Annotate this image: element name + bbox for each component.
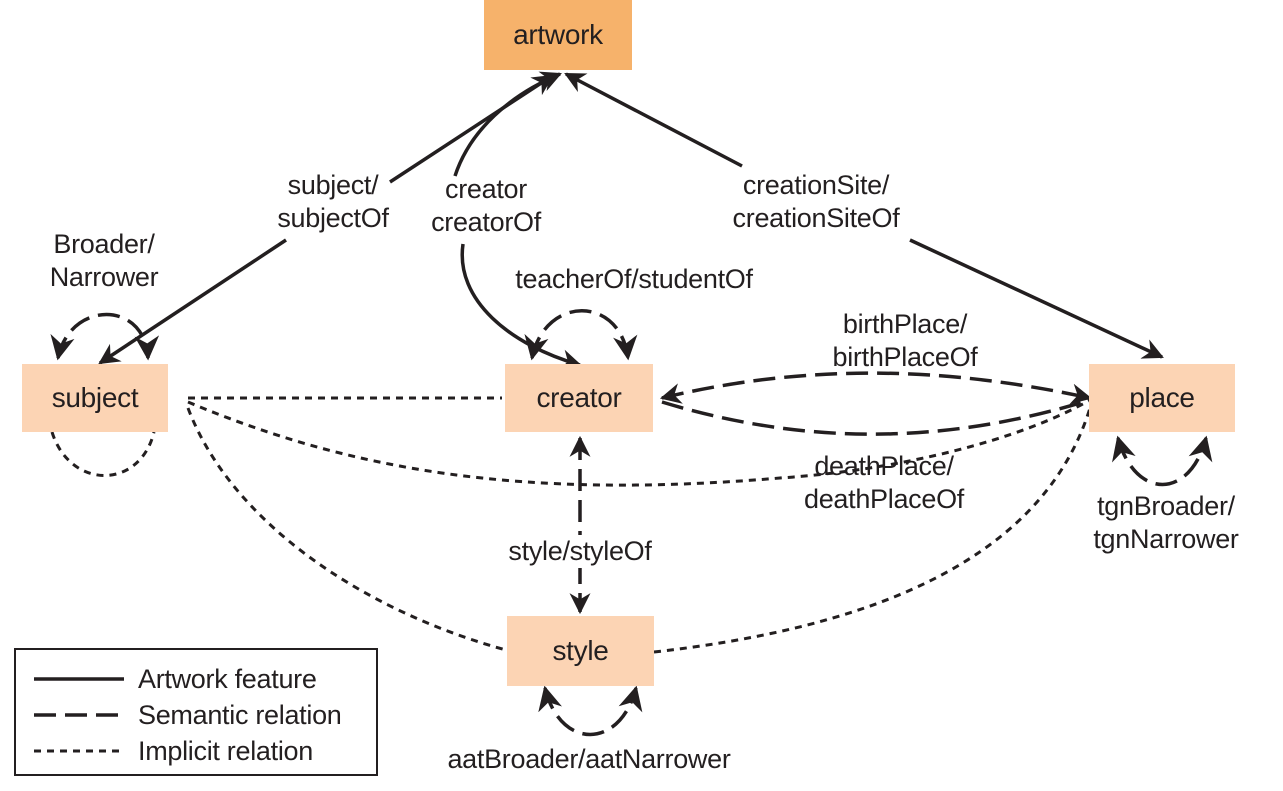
node-place: place: [1089, 364, 1235, 432]
node-subject: subject: [22, 364, 168, 432]
edge-subject-style-implicit: [186, 407, 507, 652]
edge-place-tgn-loop: [1112, 435, 1213, 487]
edge-creator-teacher-loop: [524, 309, 638, 361]
legend: Artwork feature Semantic relation Implic…: [14, 648, 378, 776]
label-birthplace-line2: birthPlaceOf: [832, 342, 978, 372]
edge-subject-implicit-loop: [50, 431, 156, 477]
legend-label-artwork-feature: Artwork feature: [138, 664, 317, 694]
label-deathplace-line2: deathPlaceOf: [803, 484, 964, 514]
label-aat-line: aatBroader/aatNarrower: [447, 744, 731, 774]
edge-artwork-place: [909, 238, 1164, 359]
node-style: style: [507, 616, 654, 686]
label-deathplace-line1: deathPlace/: [814, 451, 954, 481]
legend-solid-line-icon: [34, 677, 124, 681]
label-subject-line2: subjectOf: [277, 203, 389, 233]
label-broader-line2: Narrower: [49, 262, 159, 292]
label-birthplace: birthPlace/ birthPlaceOf: [815, 308, 995, 374]
label-tgn: tgnBroader/ tgnNarrower: [1076, 490, 1256, 556]
legend-dotted-line-icon: [34, 749, 124, 753]
label-subject-line1: subject/: [287, 170, 379, 200]
legend-row-implicit-relation: Implicit relation: [16, 734, 376, 768]
label-deathplace: deathPlace/ deathPlaceOf: [786, 450, 982, 516]
label-style-line: style/styleOf: [508, 536, 652, 566]
label-teacher-line: teacherOf/studentOf: [515, 264, 753, 294]
label-subject-subjectof: subject/ subjectOf: [268, 169, 398, 235]
edge-creator-deathplace: [661, 398, 1091, 436]
label-birthplace-line1: birthPlace/: [842, 309, 968, 339]
label-broader-line1: Broader/: [53, 229, 155, 259]
label-style-styleof: style/styleOf: [492, 535, 668, 568]
legend-label-implicit-relation: Implicit relation: [138, 736, 313, 766]
edge-creator-artwork-upper: [453, 71, 562, 177]
label-creationsite-line2: creationSiteOf: [732, 203, 900, 233]
label-creator-creatorof: creator creatorOf: [418, 173, 554, 239]
node-creator: creator: [505, 364, 653, 432]
label-tgn-line2: tgnNarrower: [1093, 524, 1239, 554]
node-artwork: artwork: [484, 0, 632, 70]
label-tgn-line1: tgnBroader/: [1097, 491, 1235, 521]
edge-style-place-implicit: [653, 407, 1092, 654]
edge-creator-birthplace: [659, 371, 1093, 405]
label-creator-line1: creator: [445, 174, 527, 204]
edge-subject-place-implicit: [187, 398, 1091, 487]
legend-dashed-line-icon: [34, 713, 124, 717]
edge-style-aat-loop: [538, 685, 643, 737]
label-creator-line2: creatorOf: [431, 207, 541, 237]
edge-subject-broader-loop: [50, 312, 160, 361]
label-broader-narrower: Broader/ Narrower: [34, 228, 174, 294]
legend-row-artwork-feature: Artwork feature: [16, 662, 376, 696]
label-teacher-student: teacherOf/studentOf: [498, 263, 770, 296]
label-creationsite: creationSite/ creationSiteOf: [716, 169, 916, 235]
label-creationsite-line1: creationSite/: [742, 170, 890, 200]
legend-row-semantic-relation: Semantic relation: [16, 698, 376, 732]
edge-place-artwork: [564, 72, 743, 168]
label-aat: aatBroader/aatNarrower: [424, 743, 754, 776]
legend-label-semantic-relation: Semantic relation: [138, 700, 342, 730]
